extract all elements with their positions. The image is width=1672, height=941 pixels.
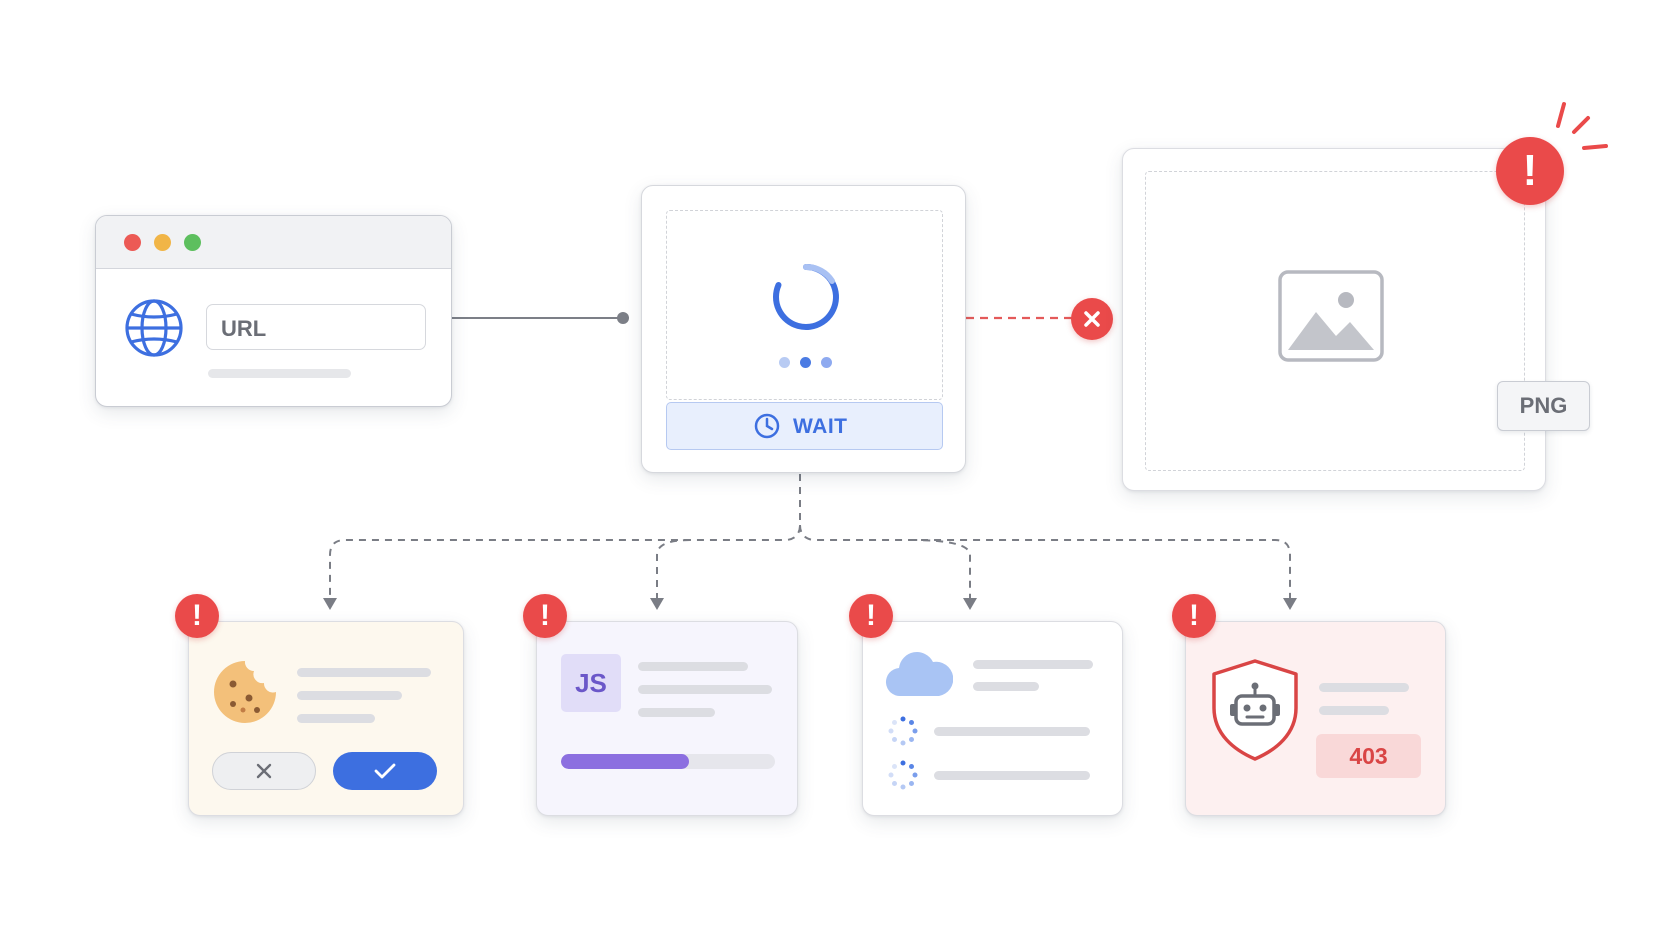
bot-blocked-card: 403	[1185, 621, 1446, 816]
spinner-icon	[888, 760, 918, 795]
text-line	[297, 668, 431, 677]
png-label: PNG	[1519, 393, 1568, 418]
text-line	[934, 727, 1090, 736]
accept-button[interactable]	[333, 752, 437, 790]
text-line	[297, 714, 375, 723]
text-line	[934, 771, 1090, 780]
spinner-icon	[770, 261, 842, 338]
loading-area	[666, 210, 943, 400]
alert-burst-icon	[1556, 102, 1608, 150]
text-line	[973, 682, 1039, 691]
maximize-dot-icon	[184, 234, 201, 251]
browser-titlebar	[96, 216, 451, 269]
failed-x-icon	[1071, 298, 1113, 340]
js-label: JS	[575, 667, 607, 698]
cookie-error-icon: !	[175, 594, 219, 638]
loading-dot-icon	[779, 357, 790, 368]
close-dot-icon	[124, 234, 141, 251]
output-error-icon: !	[1496, 137, 1564, 205]
url-input[interactable]: URL	[206, 304, 426, 350]
placeholder-line	[208, 369, 351, 378]
javascript-error-icon: !	[523, 594, 567, 638]
cookie-icon	[211, 658, 279, 731]
spinner-icon	[888, 716, 918, 751]
wait-label: WAIT	[793, 415, 848, 438]
browser-window: URL	[95, 215, 452, 407]
output-image-card	[1122, 148, 1546, 491]
cloud-error-icon: !	[849, 594, 893, 638]
text-line	[1319, 706, 1389, 715]
close-icon	[256, 763, 272, 779]
js-progress-fill	[561, 754, 690, 769]
js-progress-bar	[561, 754, 775, 769]
connector-dot	[617, 312, 629, 324]
clock-icon	[754, 413, 780, 444]
arrow-head	[1283, 598, 1297, 610]
png-badge: PNG	[1497, 381, 1590, 431]
text-line	[638, 685, 772, 694]
empty-image-area	[1145, 171, 1525, 471]
cloud-loading-card	[862, 621, 1123, 816]
status-code-badge: 403	[1316, 734, 1421, 778]
text-line	[297, 691, 402, 700]
globe-icon	[124, 298, 184, 363]
js-icon: JS	[561, 654, 621, 712]
reject-button[interactable]	[212, 752, 316, 790]
check-icon	[374, 763, 396, 779]
url-label: URL	[221, 316, 267, 341]
arrow-head	[323, 598, 337, 610]
wait-bar: WAIT	[666, 402, 943, 450]
shield-robot-icon	[1210, 658, 1300, 767]
javascript-card: JS	[536, 621, 798, 816]
text-line	[638, 708, 715, 717]
loading-dot-icon	[821, 357, 832, 368]
branch-lines	[329, 474, 1291, 602]
text-line	[638, 662, 748, 671]
text-line	[1319, 683, 1409, 692]
minimize-dot-icon	[154, 234, 171, 251]
wait-card: WAIT	[641, 185, 966, 473]
image-placeholder-icon	[1278, 270, 1384, 367]
arrow-head	[650, 598, 664, 610]
arrow-head	[963, 598, 977, 610]
cookie-consent-card	[188, 621, 464, 816]
status-code: 403	[1349, 742, 1388, 769]
cloud-icon	[885, 646, 954, 703]
loading-dot-icon	[800, 357, 811, 368]
bot-error-icon: !	[1172, 594, 1216, 638]
text-line	[973, 660, 1093, 669]
